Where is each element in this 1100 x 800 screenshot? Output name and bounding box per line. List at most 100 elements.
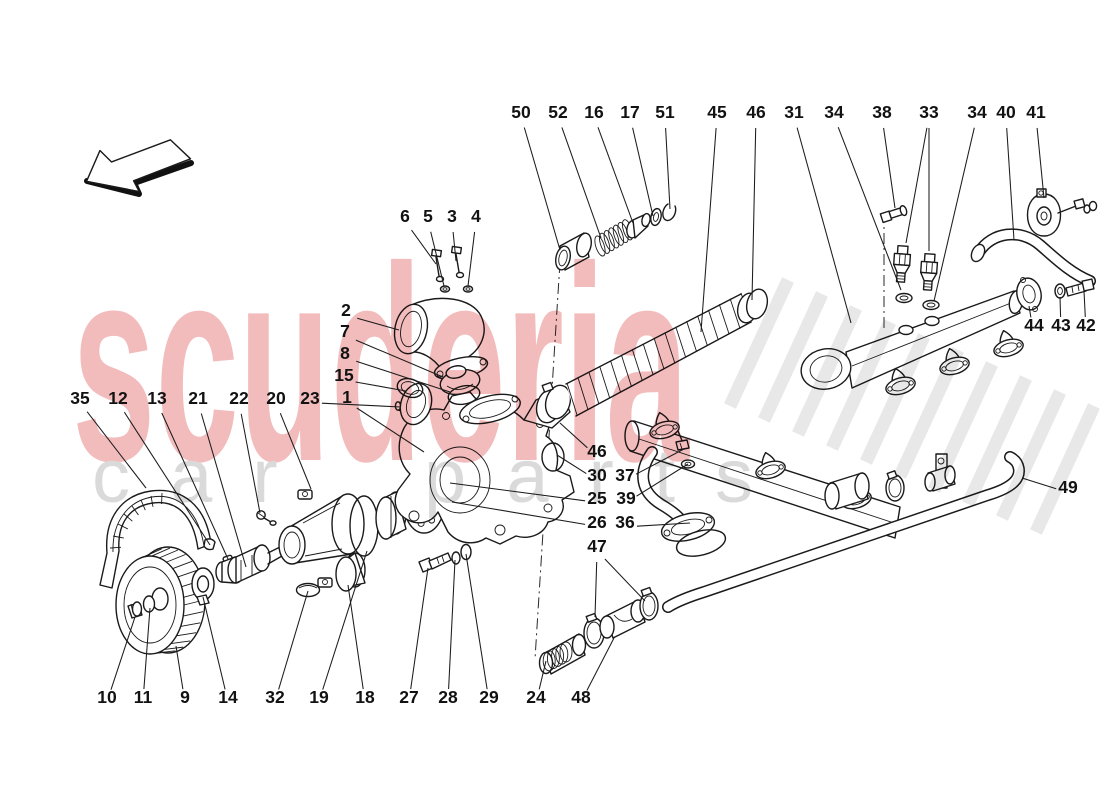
part-label-4: 4 <box>471 206 481 226</box>
downpipe-flange-36 <box>660 512 727 557</box>
washer-43 <box>1054 283 1066 299</box>
leader-line <box>200 413 247 568</box>
hose-clamp-46-left <box>535 381 572 424</box>
pulley-bolt <box>127 601 143 619</box>
leader-line <box>467 231 476 287</box>
leader-line <box>538 660 547 690</box>
pipe-sleeve <box>824 472 870 510</box>
part-label-1: 1 <box>342 387 352 407</box>
leader-line <box>632 127 654 217</box>
part-label-7: 7 <box>340 321 350 341</box>
watermark-stripe <box>894 347 964 479</box>
plug-sleeve-50 <box>555 232 592 271</box>
part-label-40: 40 <box>996 102 1016 122</box>
oring-30 <box>541 442 565 472</box>
leader-line <box>905 127 928 244</box>
leader-line <box>452 231 457 262</box>
part-label-47: 47 <box>587 536 606 556</box>
leader-line <box>161 412 229 560</box>
part-label-10: 10 <box>97 687 117 707</box>
part-label-43: 43 <box>1051 315 1071 335</box>
pulley <box>115 546 206 655</box>
leader-line <box>175 645 184 690</box>
manifold-port-flange <box>993 329 1024 358</box>
leader-line <box>449 482 586 502</box>
sensor-boss-a <box>898 324 914 336</box>
leader-line <box>410 567 429 690</box>
part-label-45: 45 <box>707 102 727 122</box>
bracket-screw <box>1057 198 1098 214</box>
leader-line <box>1036 127 1045 199</box>
sensor-boss-b <box>924 315 940 327</box>
part-label-35: 35 <box>70 388 90 408</box>
union-fitting-38 <box>879 205 908 224</box>
manifold-port-flange <box>755 451 786 480</box>
part-label-42: 42 <box>1076 315 1096 335</box>
bolt-3 <box>450 245 465 279</box>
part-label-26: 26 <box>587 512 607 532</box>
part-label-22: 22 <box>229 388 249 408</box>
part-label-14: 14 <box>218 687 238 707</box>
stud-nut-37 <box>675 430 690 451</box>
leader-line <box>796 127 852 324</box>
watermark-stripe <box>792 305 862 437</box>
part-label-18: 18 <box>355 687 375 707</box>
washer-5 <box>439 285 451 293</box>
pump-plug-32 <box>295 582 321 598</box>
leader-line <box>356 407 425 453</box>
watermark-stripe <box>962 375 1032 507</box>
flange-44 <box>1016 277 1042 312</box>
leader-line <box>883 127 896 209</box>
shaft-spacer <box>215 544 287 584</box>
thermostat-gasket-8 <box>447 384 481 406</box>
part-label-41: 41 <box>1026 102 1046 122</box>
pipe-clamp-mid <box>885 470 905 502</box>
part-label-27: 27 <box>399 687 418 707</box>
part-label-25: 25 <box>587 488 607 508</box>
leader-line <box>594 561 598 618</box>
washer-29 <box>460 543 472 561</box>
part-label-11: 11 <box>134 687 153 707</box>
leader-line <box>321 402 402 408</box>
leader-line <box>1021 477 1057 490</box>
watermark-stripe <box>826 319 896 451</box>
leader-line <box>347 584 364 690</box>
leader-line <box>700 127 717 333</box>
leader-line <box>355 339 444 378</box>
leader-line <box>751 127 757 301</box>
housing-top-flange <box>459 393 521 425</box>
part-label-21: 21 <box>188 388 208 408</box>
leader-line <box>556 454 587 475</box>
leader-line <box>240 413 261 514</box>
temp-sensor-b <box>919 252 939 291</box>
leader-line <box>357 317 400 331</box>
bracket-41 <box>1026 188 1062 237</box>
part-label-9: 9 <box>180 687 190 707</box>
leader-line <box>559 422 588 449</box>
part-label-46: 46 <box>587 441 607 461</box>
part-label-49: 49 <box>1058 477 1078 497</box>
fixing-screw-22 <box>256 510 277 526</box>
bearing <box>375 491 407 540</box>
part-label-32: 32 <box>265 687 285 707</box>
part-label-6: 6 <box>400 206 410 226</box>
part-label-52: 52 <box>548 102 568 122</box>
watermark-stripe <box>928 361 998 493</box>
sensor-washer-34b <box>922 299 940 311</box>
part-label-20: 20 <box>266 388 286 408</box>
leader-line <box>1006 127 1015 241</box>
part-label-29: 29 <box>479 687 499 707</box>
leader-line <box>110 616 136 690</box>
leader-line <box>448 559 456 690</box>
part-label-48: 48 <box>571 687 591 707</box>
part-label-51: 51 <box>655 102 675 122</box>
watermark-brand-text: scuderia <box>72 210 690 520</box>
rear-cover-18 <box>335 552 366 592</box>
watermark-stripes <box>724 277 1100 535</box>
leader-line <box>278 590 309 690</box>
part-label-17: 17 <box>620 102 639 122</box>
part-label-24: 24 <box>526 687 546 707</box>
part-label-15: 15 <box>334 365 354 385</box>
